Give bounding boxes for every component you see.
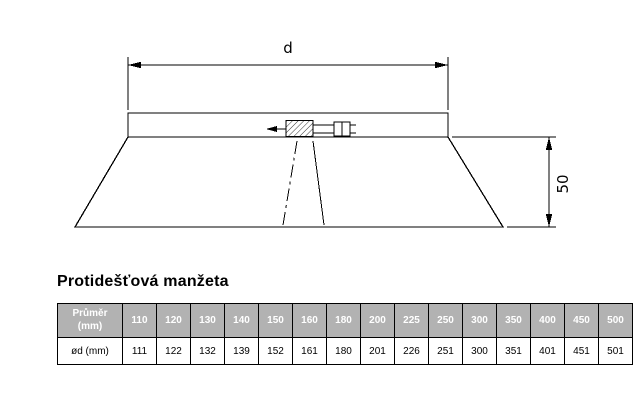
table-data-cell: 201: [360, 337, 395, 365]
table-header-cell: 120: [156, 303, 191, 338]
table-data-cell: 300: [462, 337, 497, 365]
table-data-cell: 351: [496, 337, 531, 365]
table-data-cell: 501: [598, 337, 633, 365]
diameter-table-container: Průměr (mm) 110 120 130 140 150 160 180 …: [57, 303, 633, 365]
table-header-cell: 140: [224, 303, 259, 338]
table-header-cell: 500: [598, 303, 633, 338]
table-data-cell: 132: [190, 337, 225, 365]
table-data-cell: 401: [530, 337, 565, 365]
table-header-cell: 150: [258, 303, 293, 338]
table-data-cell: 161: [292, 337, 327, 365]
table-header-row: Průměr (mm) 110 120 130 140 150 160 180 …: [57, 303, 633, 338]
table-header-label: Průměr (mm): [57, 303, 123, 338]
table-header-cell: 160: [292, 303, 327, 338]
arrowhead-right-icon: [435, 61, 448, 69]
table-header-cell: 180: [326, 303, 361, 338]
dimension-50-label: 50: [554, 174, 572, 193]
arrowhead-top-icon: [545, 137, 553, 150]
dimension-d-label: d: [283, 39, 293, 57]
arrowhead-bottom-icon: [545, 214, 553, 227]
table-data-cell: 251: [428, 337, 463, 365]
table-header-cell: 400: [530, 303, 565, 338]
table-data-cell: 180: [326, 337, 361, 365]
collar-body: [73, 136, 505, 228]
table-header-cell: 250: [428, 303, 463, 338]
technical-drawing: d 50: [73, 39, 572, 228]
clamp-screw-housing: [285, 120, 314, 137]
table-header-cell: 300: [462, 303, 497, 338]
table-header-cell: 130: [190, 303, 225, 338]
table-data-cell: 111: [122, 337, 157, 365]
clamp-arrow-icon: [266, 126, 277, 132]
page-title: Protidešťová manžeta: [57, 273, 229, 290]
arrowhead-left-icon: [128, 61, 141, 69]
table-header-cell: 350: [496, 303, 531, 338]
table-header-cell: 450: [564, 303, 599, 338]
seam-line: [312, 140, 325, 226]
table-data-cell: 122: [156, 337, 191, 365]
table-data-cell: 152: [258, 337, 293, 365]
table-data-cell: 451: [564, 337, 599, 365]
table-data-cell: 226: [394, 337, 429, 365]
diameter-table: Průměr (mm) 110 120 130 140 150 160 180 …: [57, 303, 633, 365]
table-data-cell: 139: [224, 337, 259, 365]
centre-line: [282, 140, 298, 226]
table-header-cell: 200: [360, 303, 395, 338]
table-header-cell: 225: [394, 303, 429, 338]
table-data-row: ød (mm) 111 122 132 139 152 161 180 201 …: [57, 337, 633, 365]
table-row-label: ød (mm): [57, 337, 123, 365]
table-header-cell: 110: [122, 303, 157, 338]
